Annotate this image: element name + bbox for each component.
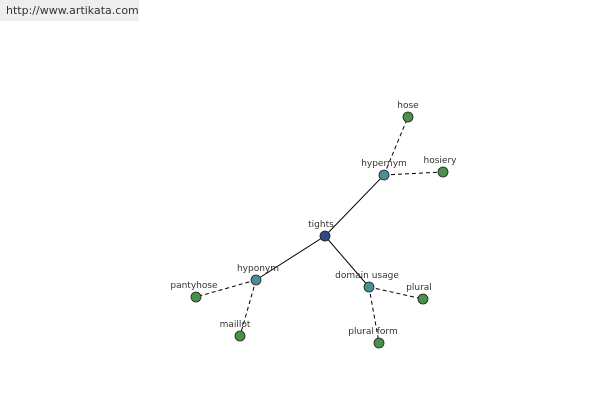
edge-root-to-hypernym	[324, 174, 385, 237]
edges	[195, 116, 444, 344]
word-node-label: hose	[397, 101, 419, 111]
nodes	[190, 111, 449, 349]
relation-node-label: domain usage	[335, 271, 399, 281]
word-node-label: maillot	[220, 320, 251, 330]
word-node-label: hosiery	[424, 156, 458, 166]
relation-node-domain-usage[interactable]	[363, 281, 375, 293]
edge-root-to-hyponym	[255, 235, 326, 281]
edge-hyponym-to-pantyhose	[195, 279, 257, 298]
word-node-hosiery[interactable]	[437, 166, 449, 178]
word-node-label: plural form	[348, 327, 397, 337]
edge-root-to-domain-usage	[324, 235, 370, 288]
edge-domain-usage-to-plural-form	[368, 286, 380, 344]
edge-domain-usage-to-plural	[368, 286, 424, 300]
root-node[interactable]	[319, 230, 331, 242]
word-node-label: pantyhose	[170, 281, 218, 291]
root-node-label: tights	[308, 220, 334, 230]
edge-hypernym-to-hosiery	[383, 171, 444, 176]
edge-hyponym-to-maillot	[239, 279, 257, 337]
labels: tights hypernym hose hosiery hyponym pantyhos…	[170, 101, 457, 337]
relation-node-hyponym[interactable]	[250, 274, 262, 286]
word-node-maillot[interactable]	[234, 330, 246, 342]
word-node-plural-form[interactable]	[373, 337, 385, 349]
relation-node-label: hypernym	[361, 159, 407, 169]
word-node-label: plural	[406, 283, 432, 293]
watermark-url: http://www.artikata.com	[0, 0, 139, 21]
word-node-plural[interactable]	[417, 293, 429, 305]
word-node-hose[interactable]	[402, 111, 414, 123]
edge-hypernym-to-hose	[383, 116, 409, 176]
relation-node-hypernym[interactable]	[378, 169, 390, 181]
word-node-pantyhose[interactable]	[190, 291, 202, 303]
relation-node-label: hyponym	[237, 264, 279, 274]
